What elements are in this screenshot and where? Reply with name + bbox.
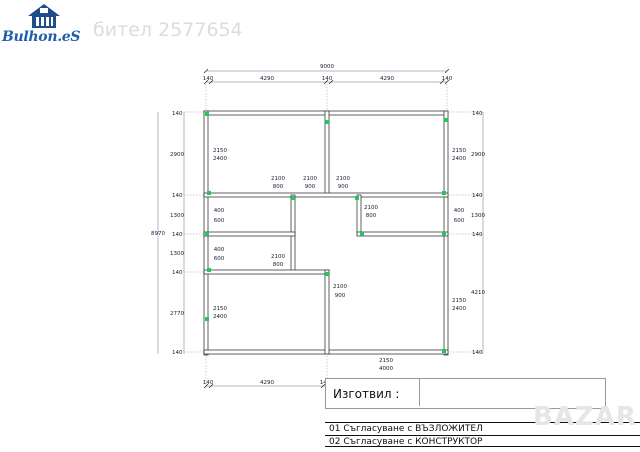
opening-label-top: 400 [214, 208, 225, 214]
opening-label-bottom: 2400 [452, 156, 466, 162]
opening-label-bottom: 600 [214, 218, 225, 224]
opening-label-bottom: 600 [454, 218, 465, 224]
top-seg-dim: 140 [203, 76, 214, 82]
right-outer-dim: 1300 [471, 213, 485, 219]
left-seg-dim: 1300 [170, 213, 184, 219]
bottom-seg-dim: 4290 [260, 380, 274, 386]
top-seg-dim: 140 [322, 76, 333, 82]
bazar-watermark: BAZAR [533, 402, 637, 432]
right-outer-dim: 2900 [471, 152, 485, 158]
opening-label-top: 2100 [333, 284, 347, 290]
opening-label-bottom: 800 [273, 262, 284, 268]
left-seg-dim: 140 [172, 232, 183, 238]
opening-label-top: 2150 [213, 148, 227, 154]
seller-text: бител 2577654 [93, 19, 243, 41]
opening-label-top: 2100 [364, 205, 378, 211]
left-seg-dim: 2900 [170, 152, 184, 158]
left-seg-dim: 140 [172, 350, 183, 356]
top-dimension-chain: 9000 140 4290 140 4290 140 [203, 64, 453, 112]
opening-label-top: 2100 [271, 254, 285, 260]
opening-label-bottom: 900 [338, 184, 349, 190]
left-total-dim: 8970 [151, 231, 165, 237]
house-logo-icon [28, 4, 60, 28]
opening-label-top: 2100 [303, 176, 317, 182]
opening-labels: 2150 2400 2100 800 2100 900 2100 900 215… [213, 148, 466, 372]
left-seg-dim: 140 [172, 111, 183, 117]
right-dimension-chain: 2900 1300 4210 140 140 140 140 [447, 111, 485, 356]
bottom-seg-dim: 140 [203, 380, 214, 386]
opening-label-bottom: 4000 [379, 366, 393, 372]
left-dimension-chain: 8970 140 2900 140 1300 140 1300 140 2770… [151, 111, 206, 356]
opening-label-top: 2150 [379, 358, 393, 364]
opening-label-bottom: 2400 [213, 156, 227, 162]
approval-row-client: 01 Съгласуване с ВЪЗЛОЖИТЕЛ [325, 422, 640, 434]
opening-label-bottom: 800 [366, 213, 377, 219]
opening-label-top: 2150 [452, 298, 466, 304]
right-inner-dim: 140 [472, 111, 483, 117]
left-seg-dim: 140 [172, 193, 183, 199]
opening-label-bottom: 900 [305, 184, 316, 190]
opening-label-bottom: 2400 [452, 306, 466, 312]
opening-label-top: 2150 [452, 148, 466, 154]
column-markers [205, 112, 448, 353]
made-by-label: Изготвил : [333, 387, 400, 401]
bottom-dimension-chain: 140 4290 140 [203, 356, 331, 389]
walls [203, 110, 449, 356]
top-seg-dim: 4290 [260, 76, 274, 82]
logo-text: Bulhon.eS [2, 29, 81, 45]
opening-label-bottom: 600 [214, 256, 225, 262]
made-by-box [325, 378, 606, 409]
left-seg-dim: 140 [172, 270, 183, 276]
top-total-dim: 9000 [320, 64, 334, 70]
opening-label-top: 2100 [271, 176, 285, 182]
approval-row-engineer: 02 Съгласуване с КОНСТРУКТОР [325, 435, 640, 447]
opening-label-bottom: 800 [273, 184, 284, 190]
left-seg-dim: 2770 [170, 311, 184, 317]
left-seg-dim: 1300 [170, 251, 184, 257]
opening-label-top: 2150 [213, 306, 227, 312]
opening-label-bottom: 900 [335, 293, 346, 299]
right-inner-dim: 140 [472, 232, 483, 238]
right-outer-dim: 4210 [471, 290, 485, 296]
opening-label-top: 400 [454, 208, 465, 214]
made-by-value-box [419, 379, 604, 406]
opening-label-bottom: 2400 [213, 314, 227, 320]
right-inner-dim: 140 [472, 193, 483, 199]
top-seg-dim: 4290 [380, 76, 394, 82]
right-inner-dim: 140 [472, 350, 483, 356]
opening-label-top: 2100 [336, 176, 350, 182]
opening-label-top: 400 [214, 247, 225, 253]
top-seg-dim: 140 [442, 76, 453, 82]
